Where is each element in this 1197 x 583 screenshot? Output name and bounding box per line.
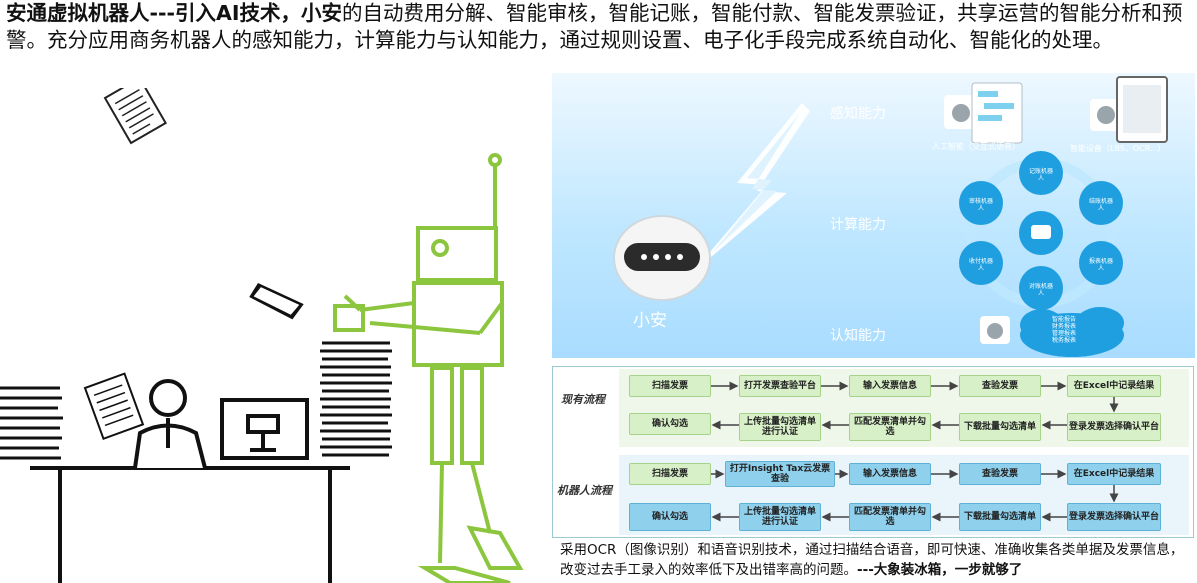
robot-label-2: 结账机器人 xyxy=(1089,198,1114,212)
robot-node-2 xyxy=(1079,181,1123,225)
caption-bold: ---大象装冰箱，一步就够了 xyxy=(857,562,1023,578)
office-worker-icon xyxy=(133,379,207,469)
robot-office-illustration xyxy=(0,88,524,583)
flow-current-1-3: 输入发票信息 xyxy=(849,375,931,397)
cloud-line-2: 财务报表 xyxy=(1052,323,1077,330)
flow-robot-2-1: 确认勾选 xyxy=(629,503,711,531)
robot-node-3 xyxy=(1079,241,1123,285)
robot-process-label: 机器人流程 xyxy=(557,484,612,497)
cloud-line-1: 智能报告 xyxy=(1052,316,1077,323)
flying-document-icon xyxy=(103,88,168,145)
computation-label: 计算能力 xyxy=(830,217,886,233)
flow-robot-1-4: 查验发票 xyxy=(959,463,1041,485)
flow-robot-1-1: 扫描发票 xyxy=(629,463,711,485)
flow-robot-1-2: 打开Insight Tax云发票查验 xyxy=(725,461,835,487)
capabilities-panel: 感知能力 计算能力 认知能力 小安 人工智能（交互式语音） 智能设备（LBS，O… xyxy=(552,73,1195,358)
headline: 安通虚拟机器人---引入AI技术，小安的自动费用分解、智能审核，智能记账，智能付… xyxy=(6,0,1194,54)
robot-label-3: 报表机器人 xyxy=(1089,258,1114,272)
flow-robot-2-4: 下载批量勾选清单 xyxy=(959,503,1041,531)
flow-robot-2-2: 上传批量勾选清单进行认证 xyxy=(739,503,821,531)
cloud-line-4: 税务报表 xyxy=(1052,337,1077,344)
cloud-line-3: 管理报表 xyxy=(1052,330,1077,337)
flow-current-1-5: 在Excel中记录结果 xyxy=(1067,375,1161,397)
flow-robot-1-5: 在Excel中记录结果 xyxy=(1067,463,1161,485)
android-icon-report xyxy=(980,316,1010,344)
flow-current-1-2: 打开发票查验平台 xyxy=(739,375,821,397)
robot-name-label: 小安 xyxy=(633,311,667,331)
android-icon-ai xyxy=(944,95,978,129)
robot-label-1: 记账机器人 xyxy=(1029,168,1054,182)
robot-node-4 xyxy=(1019,266,1063,310)
paper-stack-right-icon xyxy=(320,341,392,457)
cloud-icon xyxy=(1020,307,1124,357)
caption-text: 采用OCR（图像识别）和语音识别技术，通过扫描结合语音，即可快速、准确收集各类单… xyxy=(560,542,1184,578)
green-robot-icon xyxy=(333,153,524,583)
flow-current-1-4: 查验发票 xyxy=(959,375,1041,397)
flow-current-2-2: 上传批量勾选清单进行认证 xyxy=(739,413,821,441)
perception-label: 感知能力 xyxy=(830,106,886,122)
phone-icon xyxy=(971,82,1023,144)
flow-robot-2-3: 匹配发票清单并勾选 xyxy=(849,503,931,531)
cognition-label: 认知能力 xyxy=(830,328,886,344)
current-process-label: 现有流程 xyxy=(561,393,605,406)
flow-robot-2-5: 登录发票选择确认平台 xyxy=(1067,503,1161,531)
flow-current-2-1: 确认勾选 xyxy=(629,413,711,435)
robot-label-6: 审核机器人 xyxy=(969,198,994,212)
desk-icon xyxy=(30,466,350,583)
flying-paper-icon xyxy=(249,283,304,320)
process-flow-diagram: 现有流程 机器人流程 扫描发票 打开发票查验平台 输入发票信息 查验发票 在Ex… xyxy=(552,366,1194,538)
robot-head-icon xyxy=(613,215,711,301)
robot-node-1 xyxy=(1019,151,1063,195)
robot-label-5: 收付机器人 xyxy=(969,258,994,272)
headline-text: 的自动费用分解、智能审核，智能记账，智能付款、智能发票验证，共享运营的智能分析和… xyxy=(6,1,1183,52)
caption: 采用OCR（图像识别）和语音识别技术，通过扫描结合语音，即可快速、准确收集各类单… xyxy=(560,540,1192,580)
robot-label-4: 对账机器人 xyxy=(1029,283,1054,297)
robot-node-6 xyxy=(959,181,1003,225)
held-document-icon xyxy=(83,372,145,441)
flow-current-2-4: 下载批量勾选清单 xyxy=(959,413,1041,441)
ai-label: 人工智能（交互式语音） xyxy=(932,142,1020,151)
paper-stack-left-icon xyxy=(0,386,63,460)
flow-robot-1-3: 输入发票信息 xyxy=(849,463,931,485)
flow-current-2-3: 匹配发票清单并勾选 xyxy=(849,413,931,441)
device-label: 智能设备（LBS，OCR...） xyxy=(1070,144,1166,153)
robot-node-5 xyxy=(959,241,1003,285)
cloud-text: 智能报告 财务报表 管理报表 税务报表 xyxy=(1052,316,1076,344)
tablet-icon xyxy=(1116,76,1168,143)
monitor-icon xyxy=(220,398,309,460)
flow-current-2-5: 登录发票选择确认平台 xyxy=(1067,413,1161,441)
android-icon-device xyxy=(1090,99,1122,131)
flow-current-1-1: 扫描发票 xyxy=(629,375,711,397)
lightning-bolt-icon xyxy=(692,103,810,273)
capabilities-graphic xyxy=(613,76,1168,357)
headline-bold: 安通虚拟机器人---引入AI技术，小安 xyxy=(6,1,343,25)
